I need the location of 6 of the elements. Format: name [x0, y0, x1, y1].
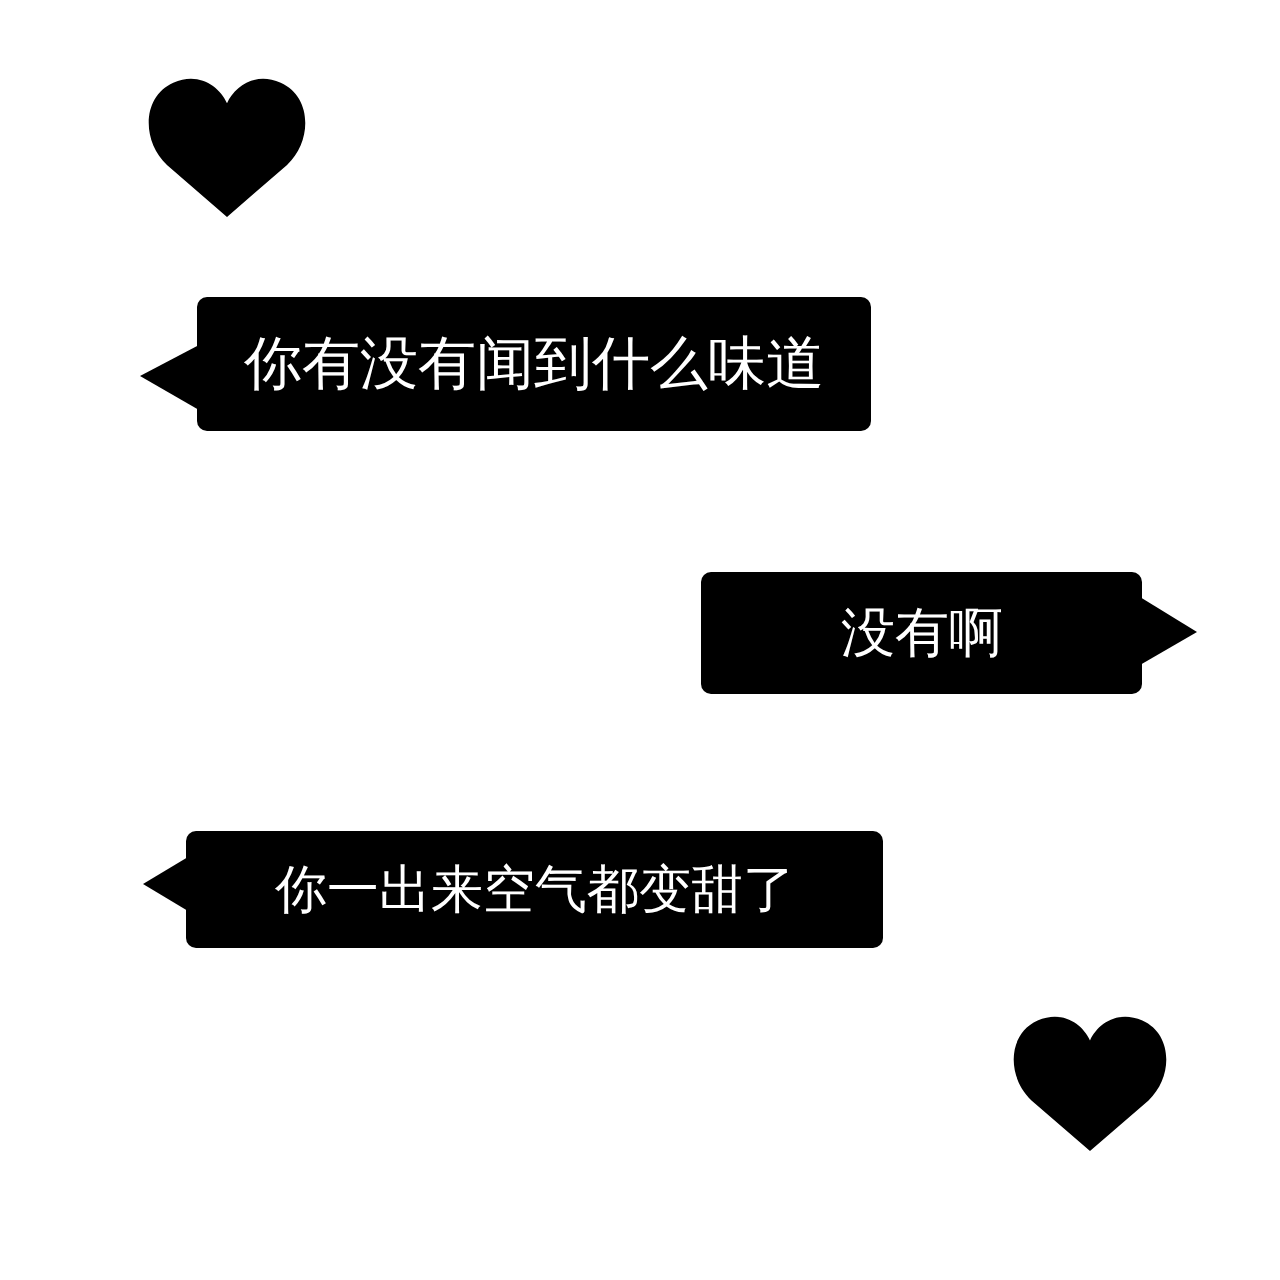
message-text: 你一出来空气都变甜了	[273, 857, 796, 921]
speech-bubble	[701, 572, 1197, 694]
speech-bubble	[143, 831, 883, 948]
message-text: 没有啊	[839, 599, 1004, 666]
message-text: 你有没有闻到什么味道	[243, 328, 825, 399]
speech-bubble	[140, 297, 871, 431]
